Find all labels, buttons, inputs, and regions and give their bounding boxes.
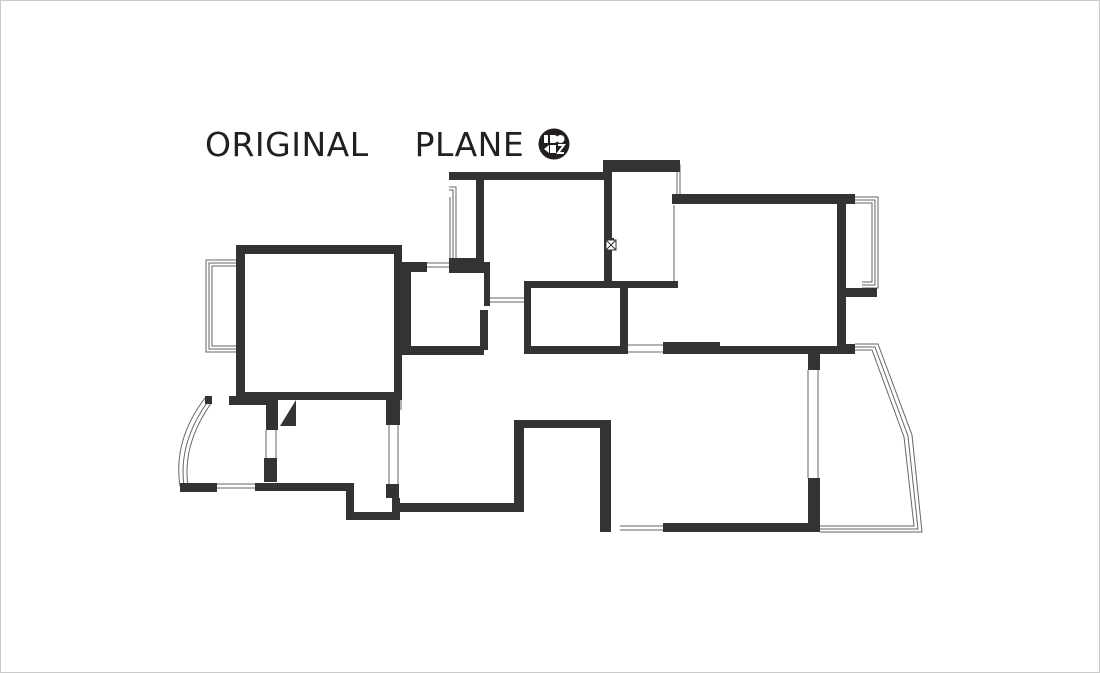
window-balcony-right (820, 343, 923, 533)
windows (178, 164, 923, 533)
title-block: ORIGINAL PLANE (205, 120, 570, 168)
duct-column (605, 239, 617, 251)
window-left-bay (205, 259, 236, 353)
wall-left-bedroom (236, 245, 402, 355)
brand-logo-icon (538, 128, 570, 160)
wall-right-bedroom (672, 194, 877, 354)
window-balcony-left (178, 397, 206, 487)
plan-title: ORIGINAL PLANE (205, 124, 525, 164)
wall-bottom-notch (400, 420, 611, 532)
walls (180, 160, 877, 532)
window-top-left (449, 186, 457, 262)
